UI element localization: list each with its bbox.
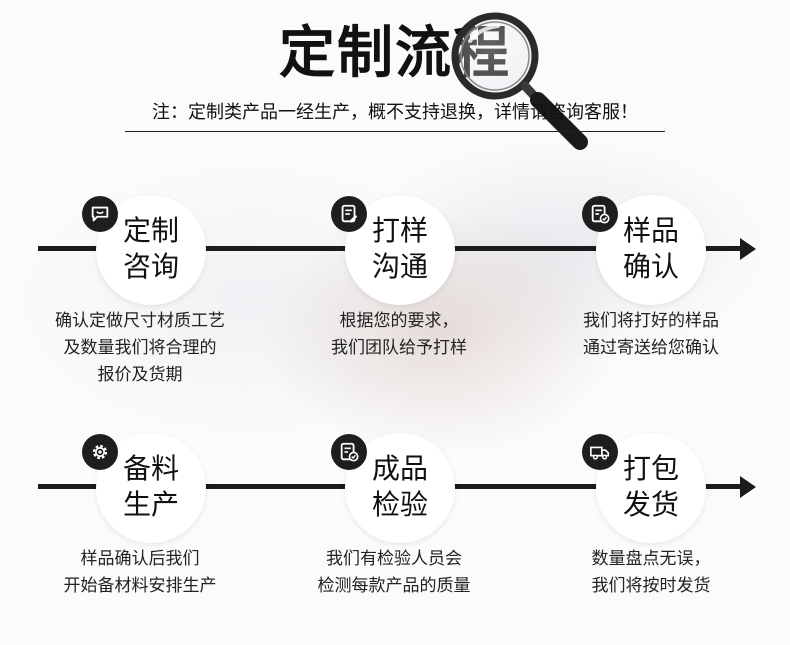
step-title-line1: 打样 [371, 214, 428, 247]
step-title-line2: 沟通 [371, 250, 428, 283]
magnifier-icon [451, 12, 588, 150]
inspection-document-icon [331, 434, 367, 470]
step-sampling: 打样 沟通 [345, 195, 455, 305]
step-title-line1: 定制 [122, 214, 179, 247]
chat-icon [82, 196, 118, 232]
step-title-line2: 生产 [122, 488, 179, 521]
step-description: 确认定做尺寸材质工艺 及数量我们将合理的 报价及货期 [55, 311, 225, 385]
header: 定制流程 [0, 18, 790, 90]
step-title-line1: 打包 [622, 452, 679, 485]
step-title-line1: 成品 [371, 452, 428, 485]
arrow-right-icon [740, 476, 756, 498]
step-title-line2: 咨询 [122, 250, 179, 283]
notice-underline [125, 131, 665, 132]
step-title-line1: 备料 [122, 452, 179, 485]
step-title-line1: 样品 [622, 214, 679, 247]
arrow-right-icon [740, 238, 756, 260]
step-description: 数量盘点无误， 我们将按时发货 [591, 549, 711, 596]
step-description: 样品确认后我们 开始备材料安排生产 [63, 549, 217, 596]
gear-icon [82, 434, 118, 470]
step-title-line2: 发货 [622, 488, 679, 521]
step-description: 我们有检验人员会 检测每款产品的质量 [317, 549, 471, 596]
notice-text: 注：定制类产品一经生产，概不支持退换，详情请咨询客服！ [152, 102, 638, 123]
step-description: 根据您的要求， 我们团队给予打样 [331, 311, 467, 358]
checked-document-icon [582, 196, 618, 232]
step-title-line2: 检验 [371, 488, 428, 521]
step-description: 我们将打好的样品 通过寄送给您确认 [583, 311, 719, 358]
edit-document-icon [331, 196, 367, 232]
delivery-truck-icon [582, 434, 618, 470]
step-title-line2: 确认 [622, 250, 679, 283]
